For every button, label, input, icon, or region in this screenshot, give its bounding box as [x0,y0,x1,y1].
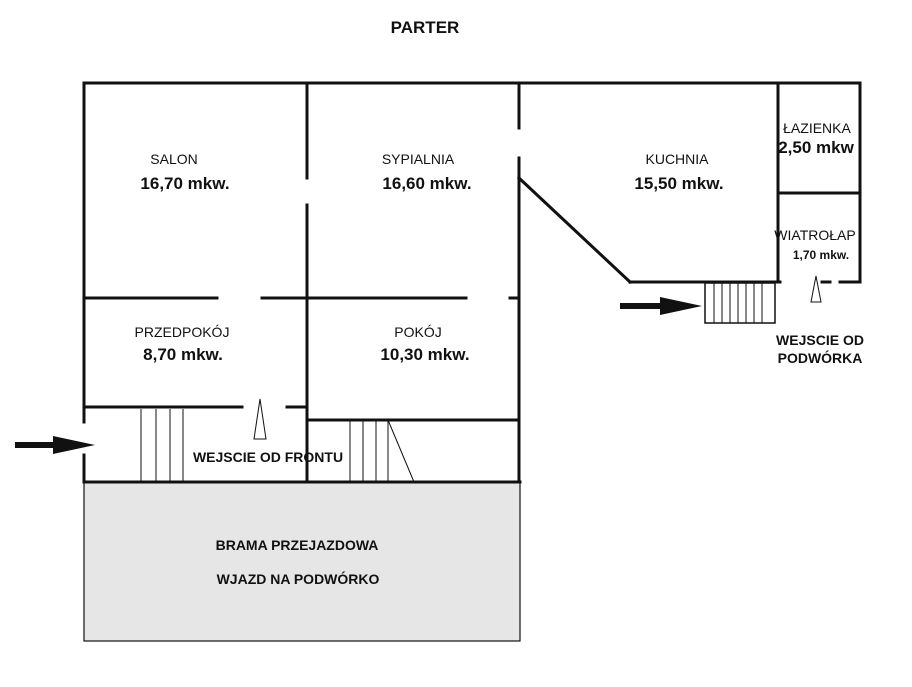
sypialnia-area: 16,60 mkw. [382,174,472,193]
front-stairs [140,409,184,482]
kuchnia-label: KUCHNIA [645,151,709,167]
front-arrow-icon [15,436,95,454]
gate-label-line1: BRAMA PRZEJAZDOWA [215,537,379,553]
przedpokoj-area: 8,70 mkw. [143,345,223,364]
yard-entry-triangle-icon [810,275,822,303]
wiatrolap-label: WIATROŁAP [774,227,856,243]
gate-label-line2: WJAZD NA PODWÓRKO [216,571,380,587]
page-title: PARTER [390,18,460,37]
yard-arrow-icon [620,297,702,315]
pokoj-label: POKÓJ [394,324,442,340]
lazienka-label: ŁAZIENKA [783,120,851,136]
salon-area: 16,70 mkw. [140,174,230,193]
yard-entrance-line2: PODWÓRKA [777,350,863,366]
przedpokoj-label: PRZEDPOKÓJ [134,324,230,340]
salon-label: SALON [150,151,198,167]
wiatrolap-area: 1,70 mkw. [792,248,850,262]
gate-area [83,481,521,642]
front-entrance-label: WEJSCIE OD FRONTU [192,449,344,465]
front-entry-triangle-icon [253,398,267,440]
sypialnia-label: SYPIALNIA [381,151,455,167]
yard-entrance-label: WEJSCIE OD PODWÓRKA [776,331,864,367]
yard-entrance-line1: WEJSCIE OD [776,332,864,348]
kuchnia-area: 15,50 mkw. [634,174,724,193]
back-stairs [704,282,776,324]
lazienka-area: 2,50 mkw [778,138,854,157]
walls [82,81,862,484]
pokoj-area: 10,30 mkw. [380,345,470,364]
pokoj-stairs [349,419,415,483]
